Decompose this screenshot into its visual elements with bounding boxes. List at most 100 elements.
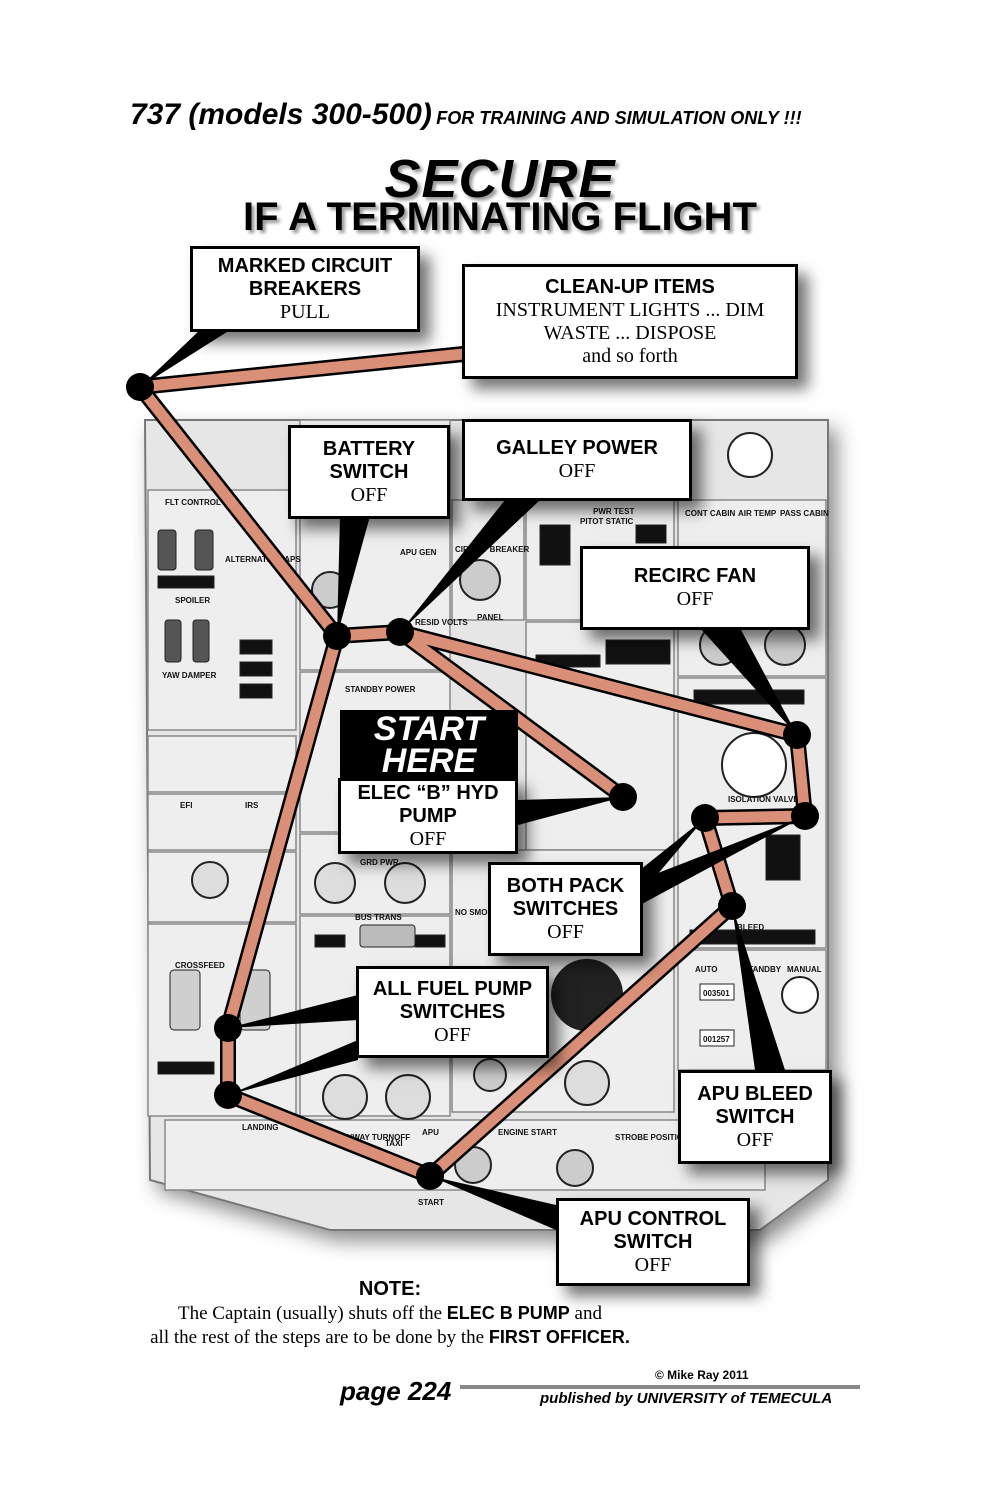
step-dot-recirc-1 (783, 721, 811, 749)
step-dot-pack (691, 804, 719, 832)
callout-battery: BATTERY SWITCH OFF (288, 425, 450, 519)
page-subtitle: IF A TERMINATING FLIGHT (242, 195, 757, 239)
pointer-galley (400, 500, 540, 632)
label-flt-control: FLT CONTROL (165, 498, 221, 507)
step-dot-apu-control (416, 1162, 444, 1190)
label-resid-volts: RESID VOLTS (415, 618, 468, 627)
label-apu-gen: APU GEN (400, 548, 437, 557)
pointer-apu-bleed (732, 906, 785, 1070)
callout-packs: BOTH PACK SWITCHES OFF (488, 862, 643, 956)
step-dot-apu-bleed (718, 892, 746, 920)
label-yaw-damper: YAW DAMPER (162, 671, 217, 680)
callout-title: GALLEY POWER (496, 437, 658, 459)
pointer-battery (337, 516, 370, 636)
label-manual: MANUAL (787, 965, 822, 974)
label-standby: STANDBY (743, 965, 782, 974)
callout-action: OFF (634, 1253, 672, 1276)
start-here-badge: START HERE (340, 710, 518, 780)
label-panel: PANEL (477, 613, 504, 622)
start-here-line2: HERE (381, 742, 477, 780)
label-air-temp: AIR TEMP (738, 509, 777, 518)
note-label: NOTE (358, 1278, 415, 1300)
callout-line: WASTE ... DISPOSE (543, 321, 717, 344)
note-text: and (569, 1303, 602, 1324)
note-line-2: all the rest of the steps are to be done… (0, 1327, 780, 1349)
callout-title: ALL FUEL PUMP SWITCHES (372, 977, 533, 1023)
model-label: 737 (models 300-500) (130, 98, 432, 131)
note-heading: NOTE: (358, 1278, 422, 1300)
callout-title: APU BLEED SWITCH (697, 1082, 813, 1128)
callout-apu-control: APU CONTROL SWITCH OFF (556, 1198, 750, 1286)
callout-action: OFF (434, 1023, 471, 1046)
callout-title: CLEAN-UP ITEMS (545, 275, 715, 298)
flight-control-section (147, 489, 297, 731)
callout-title: BATTERY SWITCH (322, 437, 416, 483)
footer-rule (460, 1385, 860, 1389)
note-emphasis: FIRST OFFICER. (488, 1327, 630, 1347)
label-engine-start: ENGINE START (498, 1128, 557, 1137)
page-title: SECURE (384, 149, 616, 209)
label-bleed: BLEED (737, 923, 764, 932)
callout-action: OFF (676, 588, 714, 610)
callout-title: MARKED CIRCUIT BREAKERS (217, 254, 393, 300)
label-cont-cabin: CONT CABIN (685, 509, 735, 518)
step-dot-galley (386, 618, 414, 646)
label-pass-cabin: PASS CABIN (780, 509, 829, 518)
callout-line: INSTRUMENT LIGHTS ... DIM (495, 298, 765, 321)
note-emphasis: ELEC B PUMP (446, 1303, 570, 1323)
step-dot-battery (323, 622, 351, 650)
label-pwr-test: PWR TEST (593, 507, 634, 516)
label-efi: EFI (180, 801, 192, 810)
label-no-smoking: NO SMOKING (455, 908, 507, 917)
cabin-display-1: 003501 (703, 989, 730, 998)
note-text: The Captain (usually) shuts off the (178, 1303, 447, 1324)
callout-line: and so forth (582, 344, 678, 367)
label-landing: LANDING (242, 1123, 278, 1132)
callout-circuit-breakers: MARKED CIRCUIT BREAKERS PULL (190, 246, 420, 332)
note-text: all the rest of the steps are to be done… (150, 1327, 489, 1348)
step-dot-elec-b (609, 783, 637, 811)
disclaimer: FOR TRAINING AND SIMULATION ONLY !!! (436, 108, 802, 128)
label-start: START (418, 1198, 444, 1207)
callout-action: OFF (736, 1128, 774, 1151)
step-dot-fuel-1 (214, 1014, 242, 1042)
label-circuit-breaker: CIRCUIT BREAKER (455, 545, 529, 554)
callout-elec-b: ELEC “B” HYD PUMP OFF (338, 778, 518, 854)
pointer-recirc (700, 628, 797, 735)
callout-apu-bleed: APU BLEED SWITCH OFF (678, 1070, 832, 1164)
label-bus-trans: BUS TRANS (355, 913, 402, 922)
callout-fuel-pumps: ALL FUEL PUMP SWITCHES OFF (356, 966, 549, 1058)
callout-action: OFF (350, 483, 388, 506)
label-crossfeed: CROSSFEED (175, 961, 225, 970)
label-pitot-static: PITOT STATIC (580, 517, 634, 526)
label-alternate-flaps: ALTERNATE FLAPS (225, 555, 301, 564)
label-spoiler: SPOILER (175, 596, 210, 605)
label-standby-power: STANDBY POWER (345, 685, 416, 694)
publisher: published by UNIVERSITY of TEMECULA (540, 1390, 833, 1407)
note-line-1: The Captain (usually) shuts off the ELEC… (0, 1303, 780, 1325)
step-dot-circuit-breakers (126, 373, 154, 401)
pointer-pack-2 (640, 816, 805, 905)
page-number: page 224 (340, 1376, 452, 1406)
step-dot-fuel-2 (214, 1081, 242, 1109)
callout-action: OFF (409, 827, 447, 850)
callout-action: PULL (280, 300, 330, 323)
start-here-line1: START (373, 710, 485, 748)
step-dot-recirc-2 (791, 802, 819, 830)
pointer-apu-control (430, 1176, 556, 1230)
pointer-elec-b (518, 797, 623, 825)
pointer-fuel-2 (228, 1040, 358, 1095)
page-header: 737 (models 300-500) FOR TRAINING AND SI… (130, 98, 802, 132)
callout-recirc: RECIRC FAN OFF (580, 546, 810, 630)
pointer-fuel-1 (228, 995, 358, 1028)
callout-title: BOTH PACK SWITCHES (506, 874, 625, 920)
callout-title: APU CONTROL SWITCH (579, 1207, 727, 1253)
copyright: © Mike Ray 2011 (655, 1368, 749, 1382)
callout-title: ELEC “B” HYD PUMP (357, 781, 499, 827)
label-taxi: TAXI (385, 1139, 403, 1148)
label-irs: IRS (245, 801, 259, 810)
callout-cleanup: CLEAN-UP ITEMS INSTRUMENT LIGHTS ... DIM… (462, 264, 798, 379)
label-apu: APU (422, 1128, 439, 1137)
callout-action: OFF (547, 920, 584, 943)
efi-irs-section (147, 793, 297, 851)
